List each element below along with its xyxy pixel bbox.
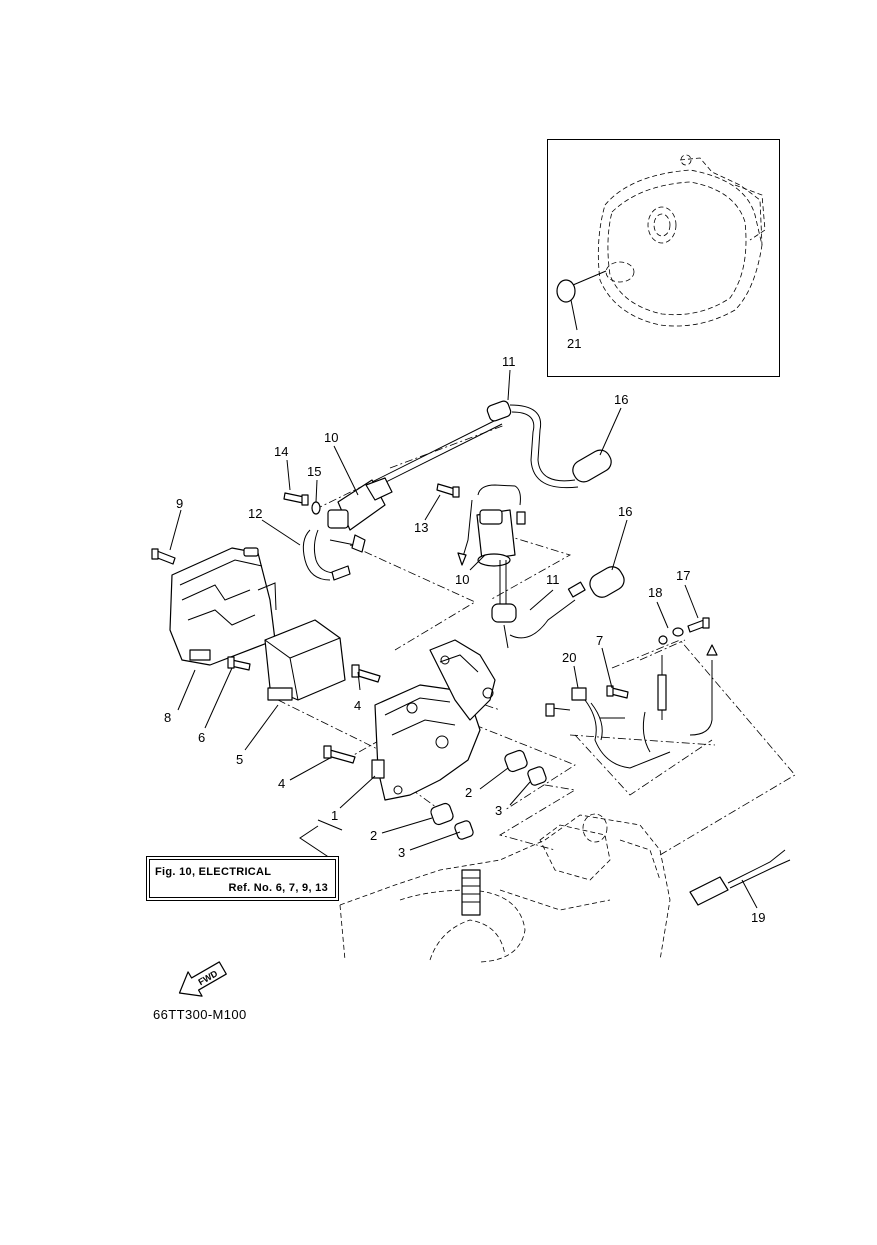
cover-8 [169,547,277,666]
callout-15: 15 [307,464,321,479]
fwd-arrow-icon: FWD [178,961,227,997]
callout-3-lower: 3 [398,845,405,860]
callout-4-lower: 4 [278,776,285,791]
screw-7 [606,685,629,699]
callout-18: 18 [648,585,662,600]
bracket-1 [371,639,496,801]
callout-2-lower: 2 [370,828,377,843]
callout-21: 21 [567,336,581,351]
callout-4-upper: 4 [354,698,361,713]
callout-17: 17 [676,568,690,583]
plug-21 [556,270,607,331]
callout-13: 13 [414,520,428,535]
callout-3-upper: 3 [495,803,502,818]
reference-title: Fig. 10, ELECTRICAL [155,866,272,878]
reference-box: Fig. 10, ELECTRICAL Ref. No. 6, 7, 9, 13 [146,856,339,901]
sensor-19 [689,849,791,906]
screw-6 [227,656,251,671]
leader-lines [169,369,758,909]
bolt-4-upper [351,664,381,683]
grommet-2-upper [504,749,547,786]
callout-20: 20 [562,650,576,665]
callout-19: 19 [751,910,765,925]
power-head-drawing [339,813,671,963]
flywheel-cover-drawing [597,154,766,327]
callout-12: 12 [248,506,262,521]
callout-5: 5 [236,752,243,767]
callout-10-upper: 10 [324,430,338,445]
reference-numbers: Ref. No. 6, 7, 9, 13 [228,882,328,894]
callout-6: 6 [198,730,205,745]
callout-11-lower: 11 [546,572,560,587]
callout-8: 8 [164,710,171,725]
bolt-17-washer-18 [658,617,710,645]
callout-10-lower: 10 [455,572,469,587]
callout-16-lower: 16 [618,504,632,519]
high-tension-cord-upper [359,400,612,495]
wire-harness [545,644,718,769]
ignition-coil-lower [457,484,526,605]
bolt-4-lower [323,745,356,764]
callout-16-upper: 16 [614,392,628,407]
grommet-2-lower [430,802,474,840]
bolt-14-washer-15 [283,492,321,515]
cdi-unit-5 [264,619,346,701]
ignition-coil-upper [302,477,393,581]
callout-labels: 11 16 10 14 15 12 9 13 10 11 16 17 18 20… [164,336,765,925]
bolt-13 [436,483,460,498]
callout-9: 9 [176,496,183,511]
high-tension-cord-lower [491,566,625,649]
callout-14: 14 [274,444,288,459]
callout-2-upper: 2 [465,785,472,800]
callout-1: 1 [331,808,338,823]
screw-9 [151,548,176,565]
callout-7: 7 [596,633,603,648]
inset-frame [547,139,780,377]
drawing-id: 66TT300-M100 [153,1007,247,1022]
callout-11-upper: 11 [502,354,516,369]
